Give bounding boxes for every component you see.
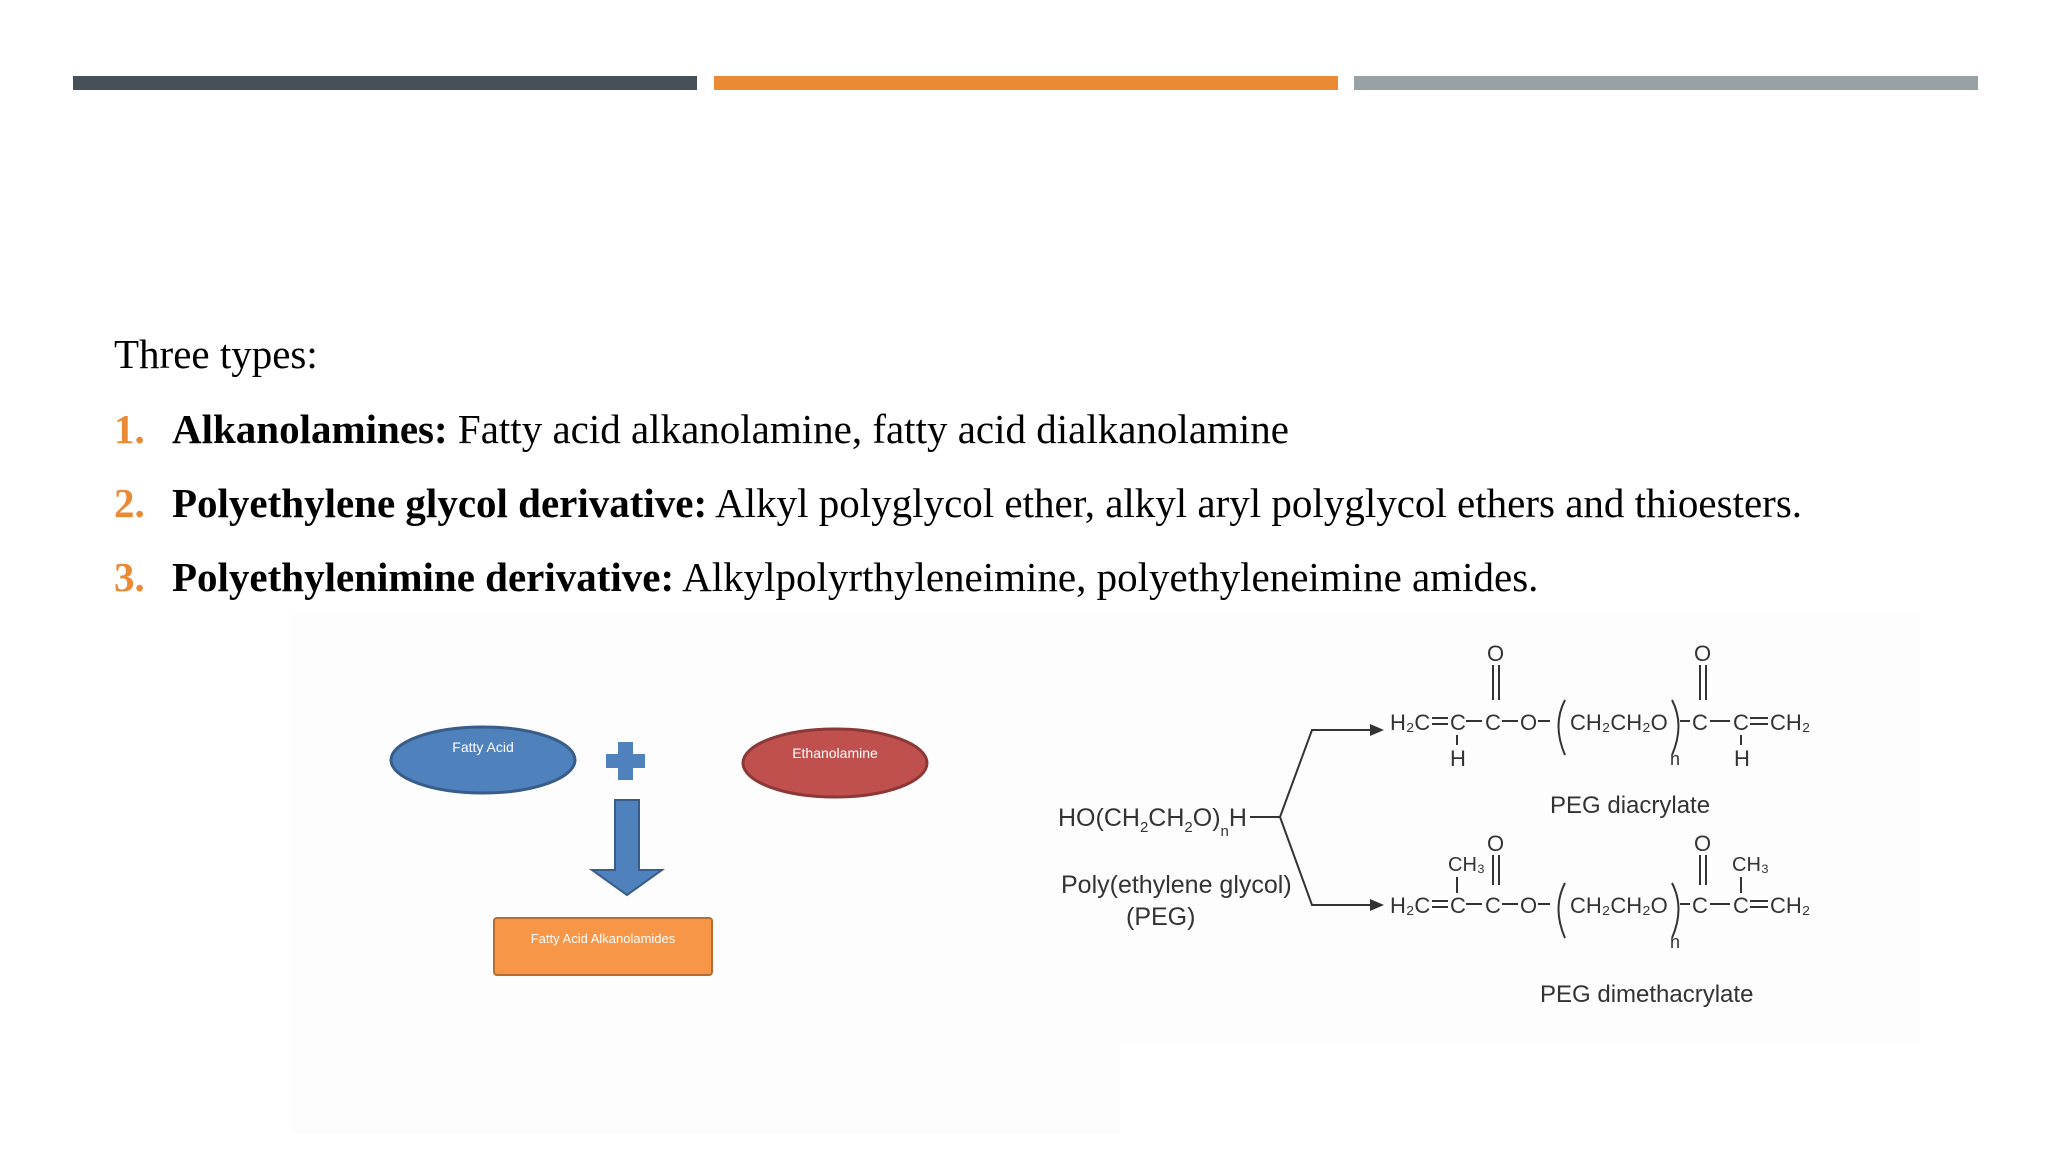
ethanolamine-label: Ethanolamine [792,745,878,761]
list-term: Alkanolamines: [172,406,448,452]
fatty-acid-ellipse [389,725,577,795]
branch-line-top [1250,729,1370,818]
list-desc: Alkylpolyrthyleneimine, polyethyleneimin… [674,554,1539,600]
svg-text:n: n [1670,932,1680,952]
svg-text:H₂C: H₂C [1390,710,1430,735]
svg-text:C: C [1733,710,1749,735]
branch-line-bottom [1279,816,1370,906]
svg-text:C: C [1485,710,1501,735]
fatty-acid-label: Fatty Acid [452,739,513,755]
plus-icon [606,742,645,780]
svg-text:H: H [1450,746,1466,771]
peg-diacrylate-label: PEG diacrylate [1550,792,1710,819]
svg-text:H: H [1734,746,1750,771]
alkanolamide-reaction-diagram: Fatty Acid Ethanolamine Fatty Acid Alkan… [290,615,1120,1135]
svg-text:n: n [1670,749,1680,769]
svg-text:CH₃: CH₃ [1448,854,1485,876]
header-bar-gray [1354,76,1978,90]
list-number: 1. [114,406,145,452]
svg-text:C: C [1485,893,1501,918]
peg-dimethacrylate-label: PEG dimethacrylate [1540,981,1753,1008]
svg-text:O: O [1487,641,1504,666]
svg-text:CH₃: CH₃ [1732,854,1769,876]
peg-formula: HO(CH2CH2O)nH [1058,804,1247,840]
peg-name-line2: (PEG) [1126,903,1195,931]
peg-name-line1: Poly(ethylene glycol) [1061,871,1292,899]
peg-diacrylate-structure: H₂C C C O H O CH₂CH₂O n C O C [1390,641,1810,771]
arrow-down-icon [588,799,666,897]
svg-text:O: O [1694,831,1711,856]
svg-text:CH₂: CH₂ [1770,893,1810,918]
svg-text:O: O [1694,641,1711,666]
list-item: 1. Alkanolamines: Fatty acid alkanolamine… [114,405,1802,479]
peg-dimethacrylate-structure: H₂C C CH₃ C O O CH₂CH₂O n C O C [1390,831,1810,952]
list-term: Polyethylenimine derivative: [172,554,675,600]
svg-text:CH₂CH₂O: CH₂CH₂O [1570,893,1668,918]
product-box [493,917,713,976]
svg-text:O: O [1487,831,1504,856]
svg-text:H₂C: H₂C [1390,893,1430,918]
svg-text:C: C [1450,710,1466,735]
peg-derivatives-diagram: HO(CH2CH2O)nH Poly(ethylene glycol) (PEG… [1040,615,1920,1045]
list-number: 3. [114,554,145,600]
types-list: 1. Alkanolamines: Fatty acid alkanolamine… [114,405,1802,627]
list-term: Polyethylene glycol derivative: [172,480,708,526]
svg-text:O: O [1520,710,1537,735]
header-bar-dark [73,76,697,90]
svg-text:CH₂CH₂O: CH₂CH₂O [1570,710,1668,735]
list-desc: Fatty acid alkanolamine, fatty acid dial… [447,406,1289,452]
svg-text:C: C [1450,893,1466,918]
arrow-right-icon [1370,899,1384,911]
svg-text:O: O [1520,893,1537,918]
svg-text:C: C [1733,893,1749,918]
header-bar-orange [714,76,1338,90]
list-desc: Alkyl polyglycol ether, alkyl aryl polyg… [707,480,1803,526]
ethanolamine-ellipse [741,727,929,799]
svg-text:C: C [1692,710,1708,735]
peg-svg: HO(CH2CH2O)nH Poly(ethylene glycol) (PEG… [1058,641,1810,1008]
list-item: 3. Polyethylenimine derivative: Alkylpoly… [114,553,1802,627]
arrow-right-icon [1370,724,1384,736]
svg-text:CH₂: CH₂ [1770,710,1810,735]
svg-text:C: C [1692,893,1708,918]
list-item: 2. Polyethylene glycol derivative: Alkyl … [114,479,1802,553]
list-number: 2. [114,480,145,526]
product-label: Fatty Acid Alkanolamides [531,931,676,946]
reaction-svg: Fatty Acid Ethanolamine Fatty Acid Alkan… [389,725,929,976]
intro-text: Three types: [114,331,318,377]
